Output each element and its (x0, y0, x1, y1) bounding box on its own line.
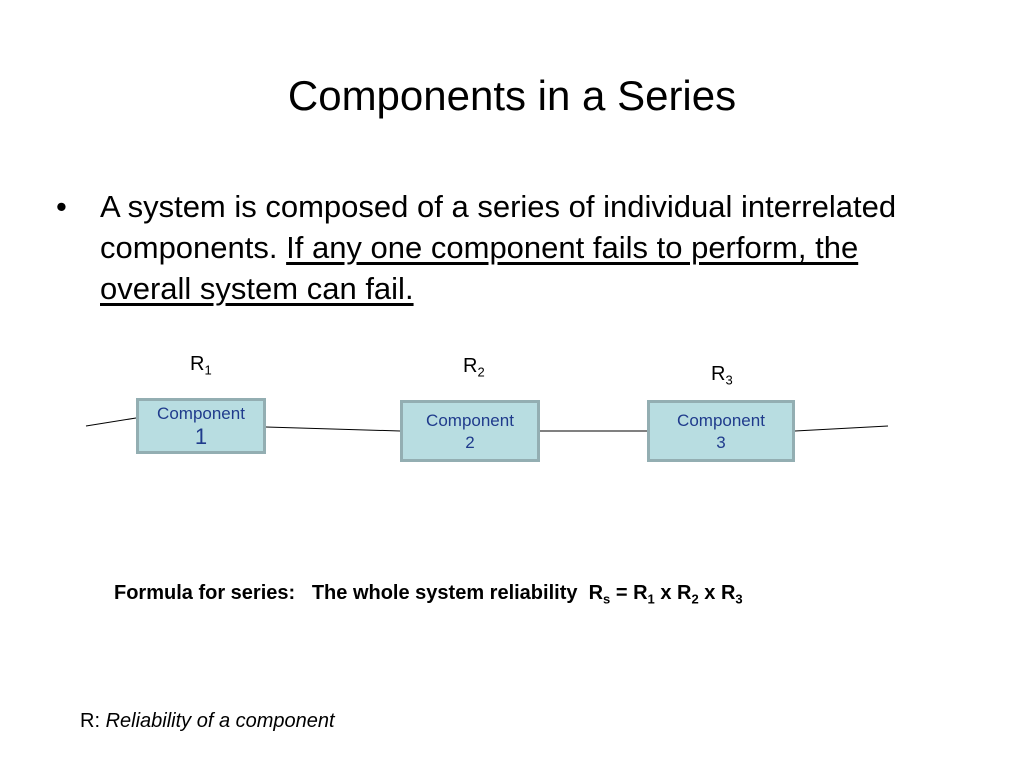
formula-r1: R1 (633, 582, 655, 607)
component-box-1: Component 1 (136, 398, 266, 454)
formula-r3: R3 (720, 582, 743, 607)
formula-r2: R2 (677, 582, 699, 607)
slide-title: Components in a Series (287, 72, 737, 119)
component-box-3: Component 3 (647, 400, 795, 462)
bullet-text-plain: A system is composed of a series of indi… (100, 189, 897, 265)
bullet-text-underlined: If any one component fails to perform, t… (100, 230, 859, 306)
component-1-label: Component (157, 404, 245, 423)
component-3-label: Component (677, 411, 765, 430)
component-1-number: 1 (194, 424, 208, 449)
formula-rs: Rs (588, 582, 611, 607)
wire-output (794, 425, 889, 432)
component-box-2: Component 2 (400, 400, 540, 462)
bullet-text: A system is composed of a series of indi… (100, 186, 940, 309)
formula-prefix: Formula for series: The whole system rel… (114, 582, 589, 604)
reliability-label-r1: R1 (190, 353, 212, 378)
component-2-label: Component (426, 411, 514, 430)
wire-input (85, 417, 137, 427)
reliability-label-r3: R3 (711, 363, 733, 388)
legend-definition: Reliability of a component (105, 710, 335, 732)
legend-term: R: (80, 710, 106, 732)
reliability-label-r2: R2 (463, 355, 485, 380)
component-2-number: 2 (465, 433, 475, 452)
wire-1-2 (265, 426, 401, 432)
bullet-marker: • (56, 189, 67, 224)
legend-note: R: Reliability of a component (80, 708, 335, 734)
series-formula: Formula for series: The whole system rel… (114, 582, 743, 607)
component-3-number: 3 (716, 433, 726, 452)
